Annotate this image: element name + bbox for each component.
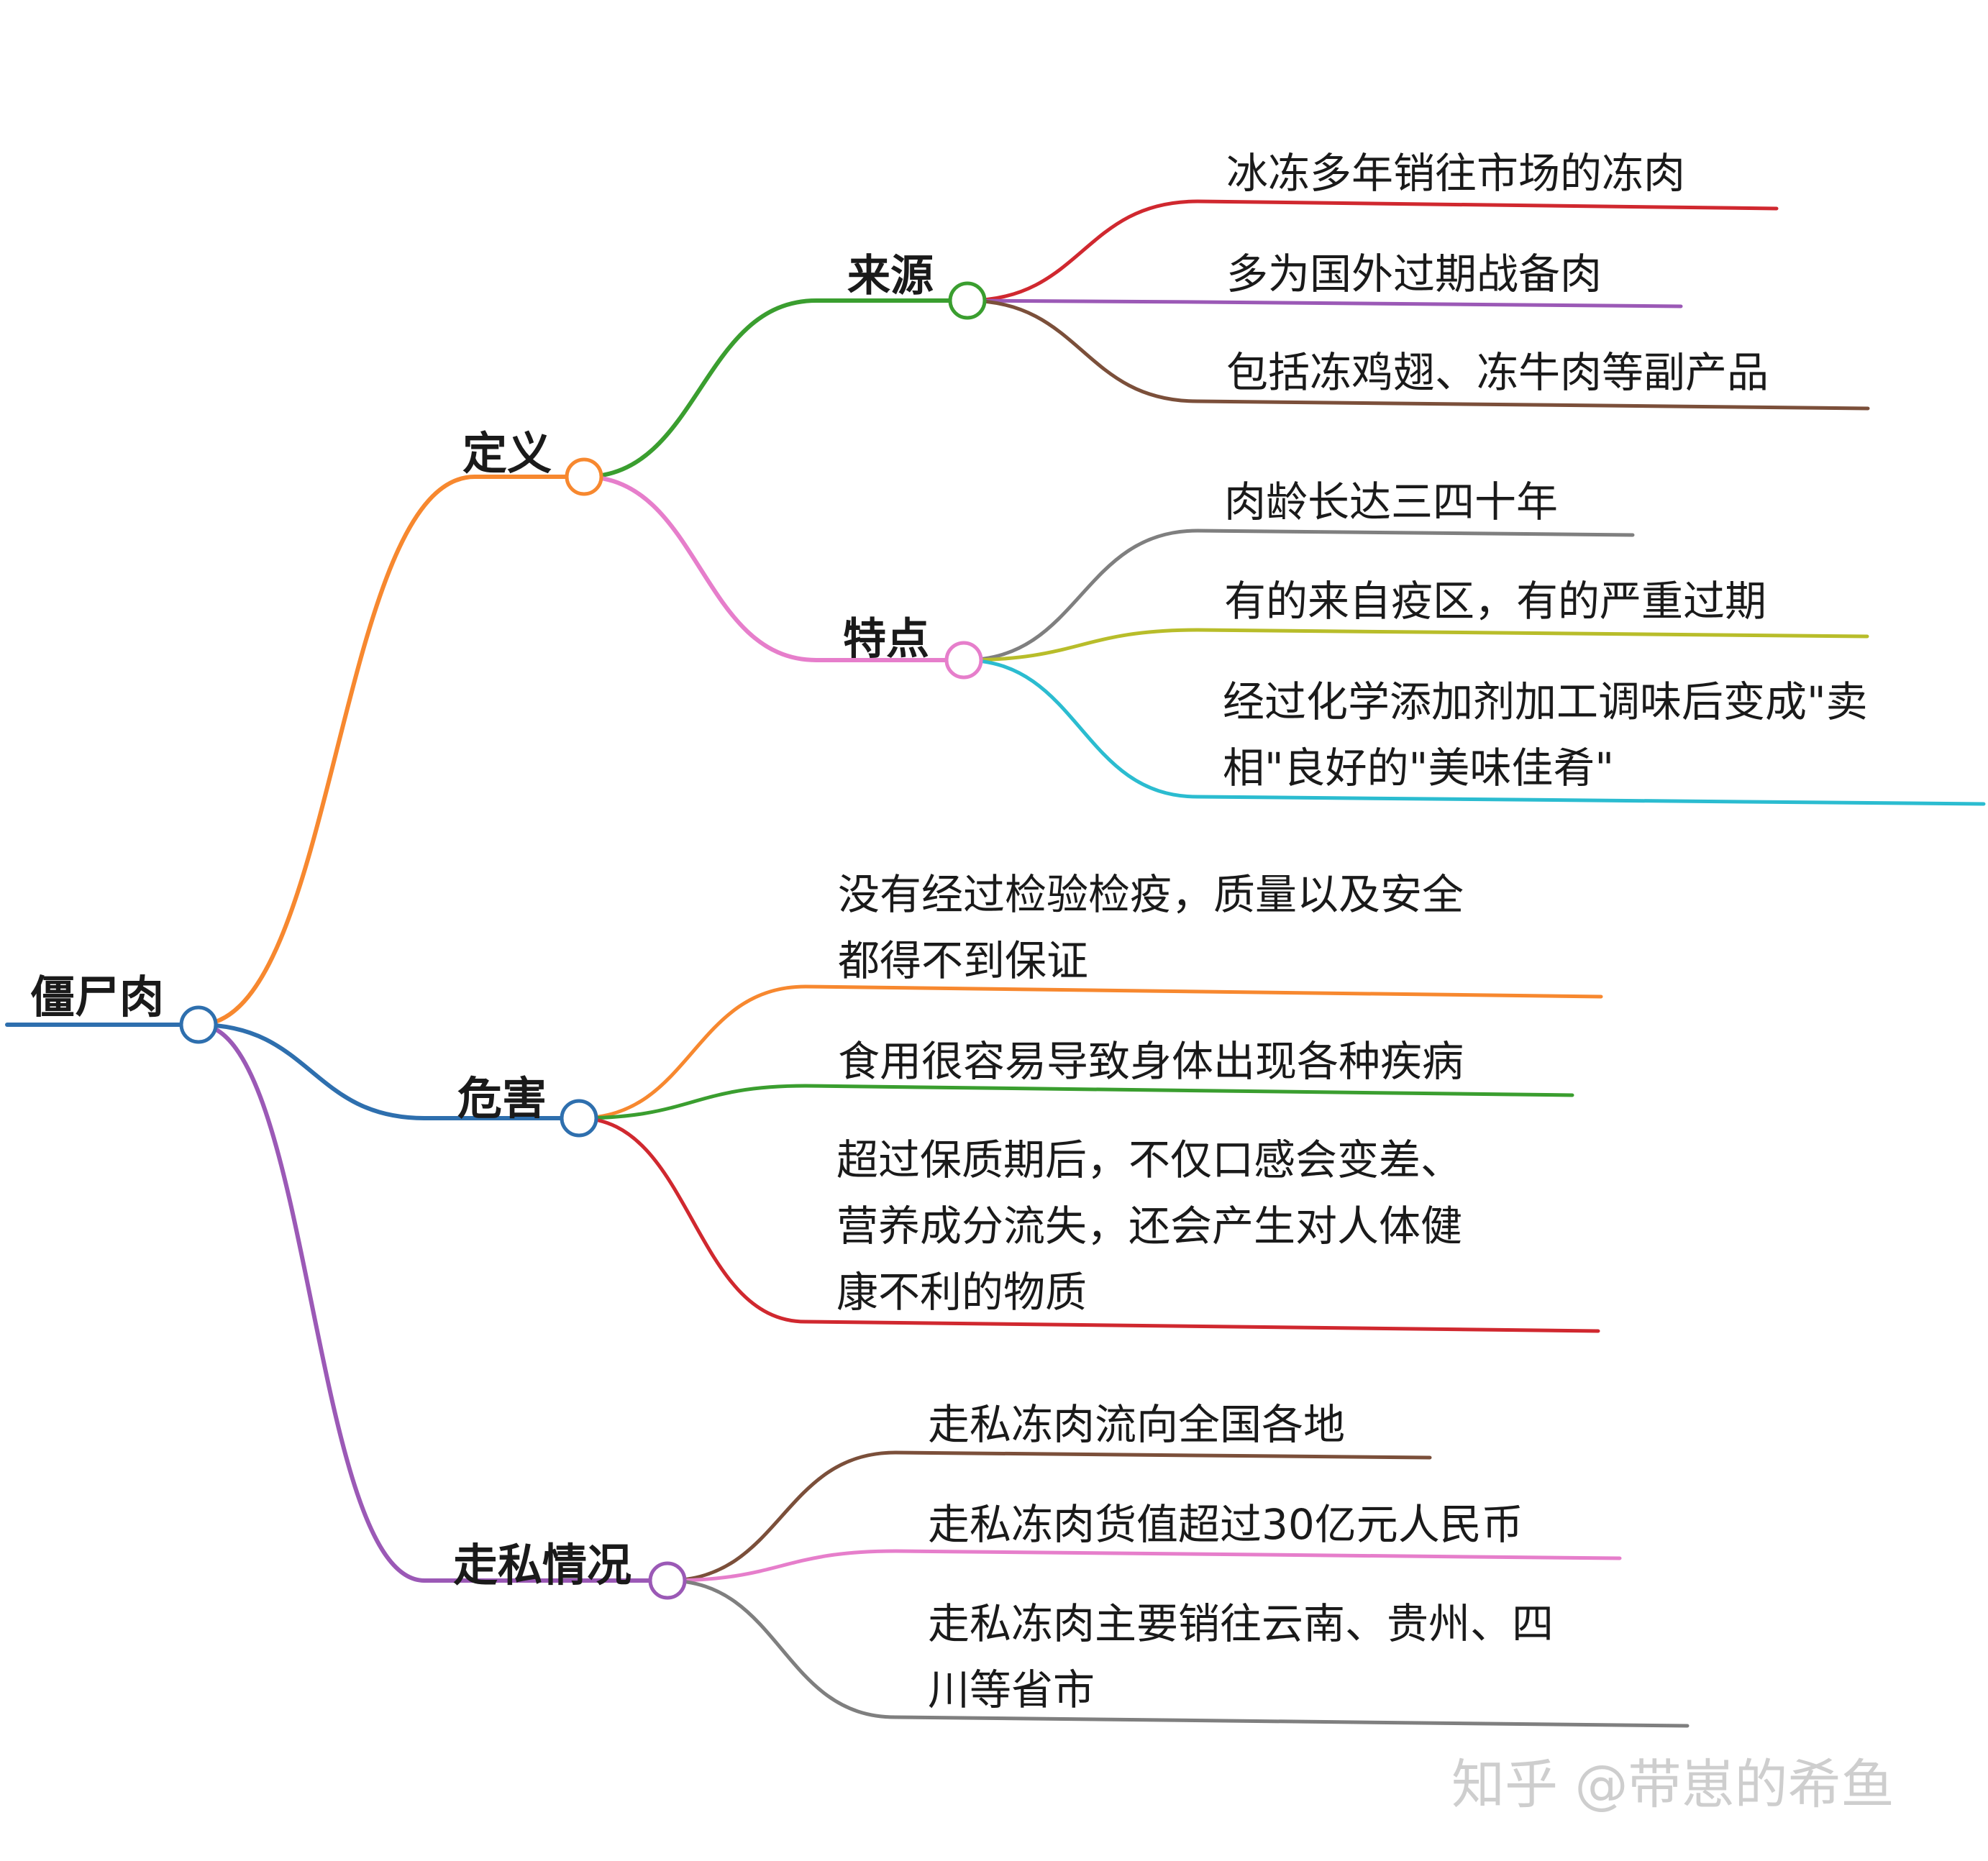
root-node[interactable] <box>179 1005 218 1044</box>
leaf-smuggling-3: 走私冻肉主要销往云南、贵州、四 川等省市 <box>928 1591 1554 1723</box>
leaf-features-3-line-2: 相"良好的"美味佳肴" <box>1223 744 1615 792</box>
leaf-smuggling-2: 走私冻肉货值超过30亿元人民币 <box>928 1500 1523 1549</box>
source-node[interactable] <box>948 281 987 320</box>
edge-definition-source <box>582 298 819 479</box>
leaf-features-1-edge-underline <box>1195 529 1635 537</box>
leaf-smuggling-3-edge-underline <box>893 1715 1690 1728</box>
watermark: 知乎 @带崽的希鱼 <box>1451 1754 1894 1816</box>
subbranch-features-label: 特点 <box>843 614 929 664</box>
mind-map-edges <box>5 199 1986 1728</box>
leaf-harm-1-edge-underline <box>803 984 1603 999</box>
leaf-smuggling-3-edge-connector <box>665 1578 898 1719</box>
leaf-features-3-line-1: 经过化学添加剂加工调味后变成"卖 <box>1223 677 1868 726</box>
leaf-smuggling-1: 走私冻肉流向全国各地 <box>928 1400 1346 1449</box>
leaf-features-3: 经过化学添加剂加工调味后变成"卖 相"良好的"美味佳肴" <box>1223 669 1868 801</box>
leaf-features-1: 肉龄长达三四十年 <box>1224 477 1559 526</box>
edge-definition-features <box>582 475 819 662</box>
branch-definition-label: 定义 <box>462 427 552 480</box>
leaf-smuggling-1-edge-connector <box>665 1450 898 1583</box>
leaf-source-2: 多为国外过期战备肉 <box>1226 250 1602 298</box>
leaf-source-2-edge-connector <box>965 298 1200 304</box>
leaf-harm-1-line-2: 都得不到保证 <box>838 936 1089 985</box>
leaf-features-3-edge-connector <box>962 658 1200 799</box>
branch-smuggling-label: 走私情况 <box>453 1539 632 1591</box>
leaf-harm-1: 没有经过检验检疫，质量以及安全 都得不到保证 <box>838 861 1464 994</box>
leaf-harm-1-edge-connector <box>577 984 808 1120</box>
leaf-features-2-edge-underline <box>1195 628 1869 639</box>
branch-harm-label: 危害 <box>457 1072 547 1125</box>
leaf-source-2-edge-underline <box>1195 300 1683 308</box>
edge-root-harm <box>196 1023 427 1120</box>
leaf-harm-3-line-3: 康不利的物质 <box>836 1268 1088 1317</box>
leaf-features-2: 有的来自疫区，有的严重过期 <box>1224 577 1767 626</box>
leaf-harm-1-line-1: 没有经过检验检疫，质量以及安全 <box>838 870 1464 919</box>
mind-map-nodes <box>179 281 987 1600</box>
leaf-harm-3-edge-connector <box>577 1116 808 1324</box>
leaf-smuggling-3-line-1: 走私冻肉主要销往云南、贵州、四 <box>928 1599 1554 1648</box>
edge-root-definition <box>196 475 477 1027</box>
leaf-smuggling-2-edge-connector <box>665 1549 898 1583</box>
leaf-harm-2-edge-connector <box>577 1084 808 1120</box>
leaf-source-3: 包括冻鸡翅、冻牛肉等副产品 <box>1226 348 1769 397</box>
leaf-features-3-edge-underline <box>1195 795 1986 806</box>
leaf-smuggling-1-edge-underline <box>893 1450 1432 1460</box>
features-node[interactable] <box>944 641 983 680</box>
edge-root-smuggling <box>196 1023 427 1583</box>
leaf-harm-3-line-1: 超过保质期后，不仅口感会变差、 <box>836 1135 1463 1184</box>
leaf-harm-3-line-2: 营养成分流失，还会产生对人体健 <box>836 1202 1463 1250</box>
leaf-source-1: 冰冻多年销往市场的冻肉 <box>1226 149 1686 198</box>
smuggling-node[interactable] <box>648 1561 687 1600</box>
definition-node[interactable] <box>565 457 603 496</box>
root-node-label: 僵尸肉 <box>30 971 165 1023</box>
leaf-source-1-edge-connector <box>965 199 1200 303</box>
leaf-harm-2-edge-underline <box>803 1084 1574 1097</box>
leaf-smuggling-2-edge-underline <box>893 1549 1622 1560</box>
leaf-harm-3: 超过保质期后，不仅口感会变差、 营养成分流失，还会产生对人体健 康不利的物质 <box>836 1127 1462 1325</box>
leaf-smuggling-3-line-2: 川等省市 <box>928 1665 1095 1714</box>
leaf-features-1-edge-connector <box>962 529 1200 662</box>
subbranch-source-label: 来源 <box>847 251 934 301</box>
leaf-source-3-edge-underline <box>1195 399 1870 411</box>
harm-node[interactable] <box>560 1099 598 1138</box>
leaf-source-3-edge-connector <box>965 298 1200 403</box>
leaf-harm-3-edge-underline <box>803 1320 1600 1333</box>
leaf-source-1-edge-underline <box>1195 199 1779 211</box>
leaf-features-2-edge-connector <box>962 628 1200 662</box>
leaf-harm-2: 食用很容易导致身体出现各种疾病 <box>838 1037 1464 1086</box>
